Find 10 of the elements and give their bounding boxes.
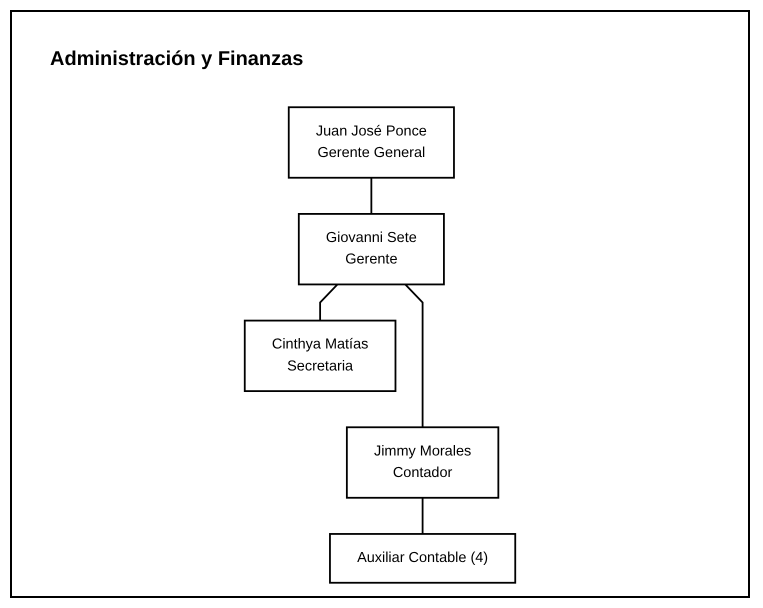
- node-box: Juan José Ponce Gerente General: [288, 106, 455, 179]
- connector: [319, 284, 338, 321]
- node-box: Giovanni Sete Gerente: [298, 213, 445, 286]
- connector: [422, 498, 424, 534]
- node-box: Jimmy Morales Contador: [346, 426, 500, 499]
- chart-title: Administración y Finanzas: [50, 48, 304, 71]
- node-box: Auxiliar Contable (4): [329, 533, 516, 584]
- connector: [370, 178, 372, 214]
- node-box: Cinthya Matías Secretaria: [244, 320, 396, 392]
- connector: [404, 284, 424, 428]
